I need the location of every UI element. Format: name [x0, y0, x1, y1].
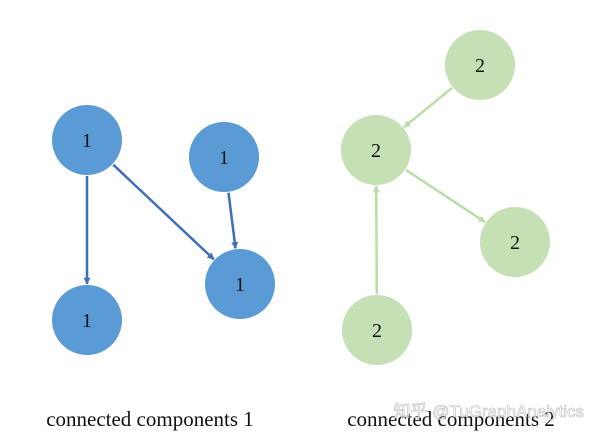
- component-1-caption: connected components 1: [46, 407, 254, 431]
- node-label: 1: [219, 147, 229, 169]
- node-a: 1: [52, 105, 122, 175]
- node-g: 2: [480, 207, 550, 277]
- node-circle: [341, 115, 411, 185]
- node-label: 2: [371, 140, 381, 162]
- node-label: 1: [235, 274, 245, 296]
- node-d: 1: [205, 249, 275, 319]
- edge-e-to-f: [403, 86, 453, 129]
- node-circle: [342, 295, 412, 365]
- node-f: 2: [341, 115, 411, 185]
- node-circle: [480, 207, 550, 277]
- node-b: 1: [189, 122, 259, 192]
- node-label: 1: [82, 310, 92, 332]
- node-h: 2: [342, 295, 412, 365]
- node-circle: [189, 122, 259, 192]
- node-label: 2: [510, 232, 520, 254]
- edge-h-to-f: [372, 185, 380, 295]
- node-c: 1: [52, 285, 122, 355]
- edges-layer: [83, 86, 486, 295]
- node-circle: [52, 285, 122, 355]
- edge-a-to-d: [112, 163, 215, 261]
- edge-b-to-d: [227, 192, 239, 249]
- node-circle: [52, 105, 122, 175]
- edge-f-to-g: [405, 168, 486, 224]
- nodes-layer: 1 1 1 1 2 2 2 2: [52, 30, 550, 365]
- node-label: 2: [372, 320, 382, 342]
- component-2-caption: connected components 2: [347, 407, 555, 431]
- node-label: 1: [82, 130, 92, 152]
- node-label: 2: [475, 55, 485, 77]
- node-e: 2: [445, 30, 515, 100]
- node-circle: [205, 249, 275, 319]
- node-circle: [445, 30, 515, 100]
- watermark: 知乎 @TuGraphAnalytics: [394, 402, 584, 421]
